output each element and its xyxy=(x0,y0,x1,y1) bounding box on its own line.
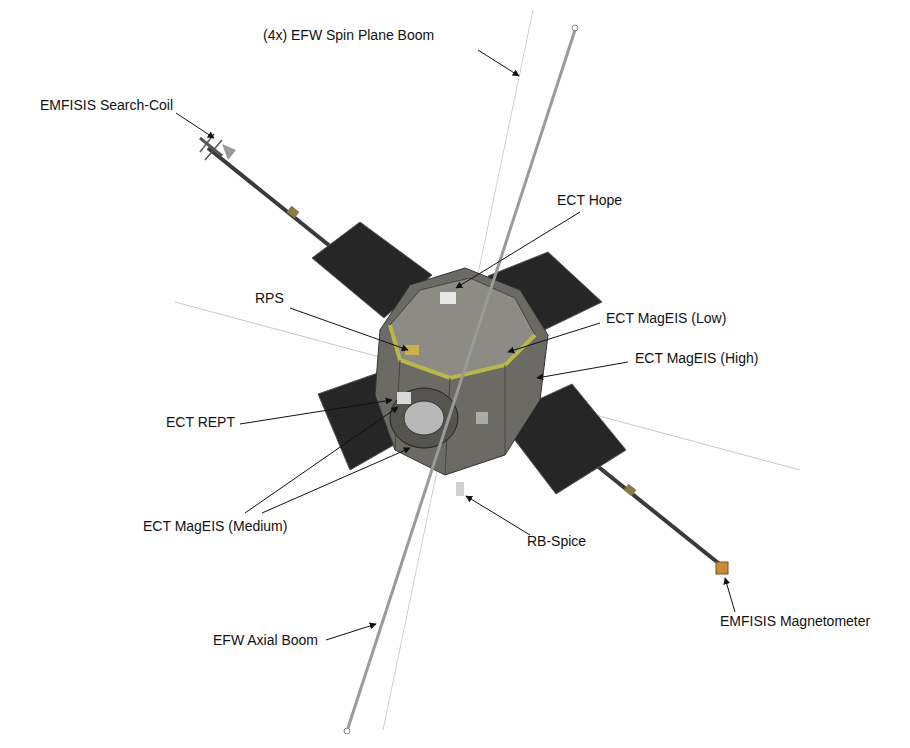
part-label: EMFISIS Magnetometer xyxy=(720,612,870,630)
part-label: RPS xyxy=(255,289,284,307)
part-label: ECT MagEIS (Medium) xyxy=(143,517,287,535)
search-coil xyxy=(200,134,236,160)
part-label: ECT Hope xyxy=(557,191,622,209)
magnetometer-sensor xyxy=(716,562,728,574)
part-label: EMFISIS Search-Coil xyxy=(40,96,173,114)
part-label: (4x) EFW Spin Plane Boom xyxy=(263,26,434,44)
part-label: EFW Axial Boom xyxy=(213,631,318,649)
part-label: ECT MagEIS (High) xyxy=(635,349,758,367)
leader-lines xyxy=(176,50,735,640)
part-label: ECT REPT xyxy=(166,413,235,431)
axial-boom xyxy=(348,30,575,728)
part-label: ECT MagEIS (Low) xyxy=(606,309,726,327)
part-label: RB-Spice xyxy=(527,532,586,550)
